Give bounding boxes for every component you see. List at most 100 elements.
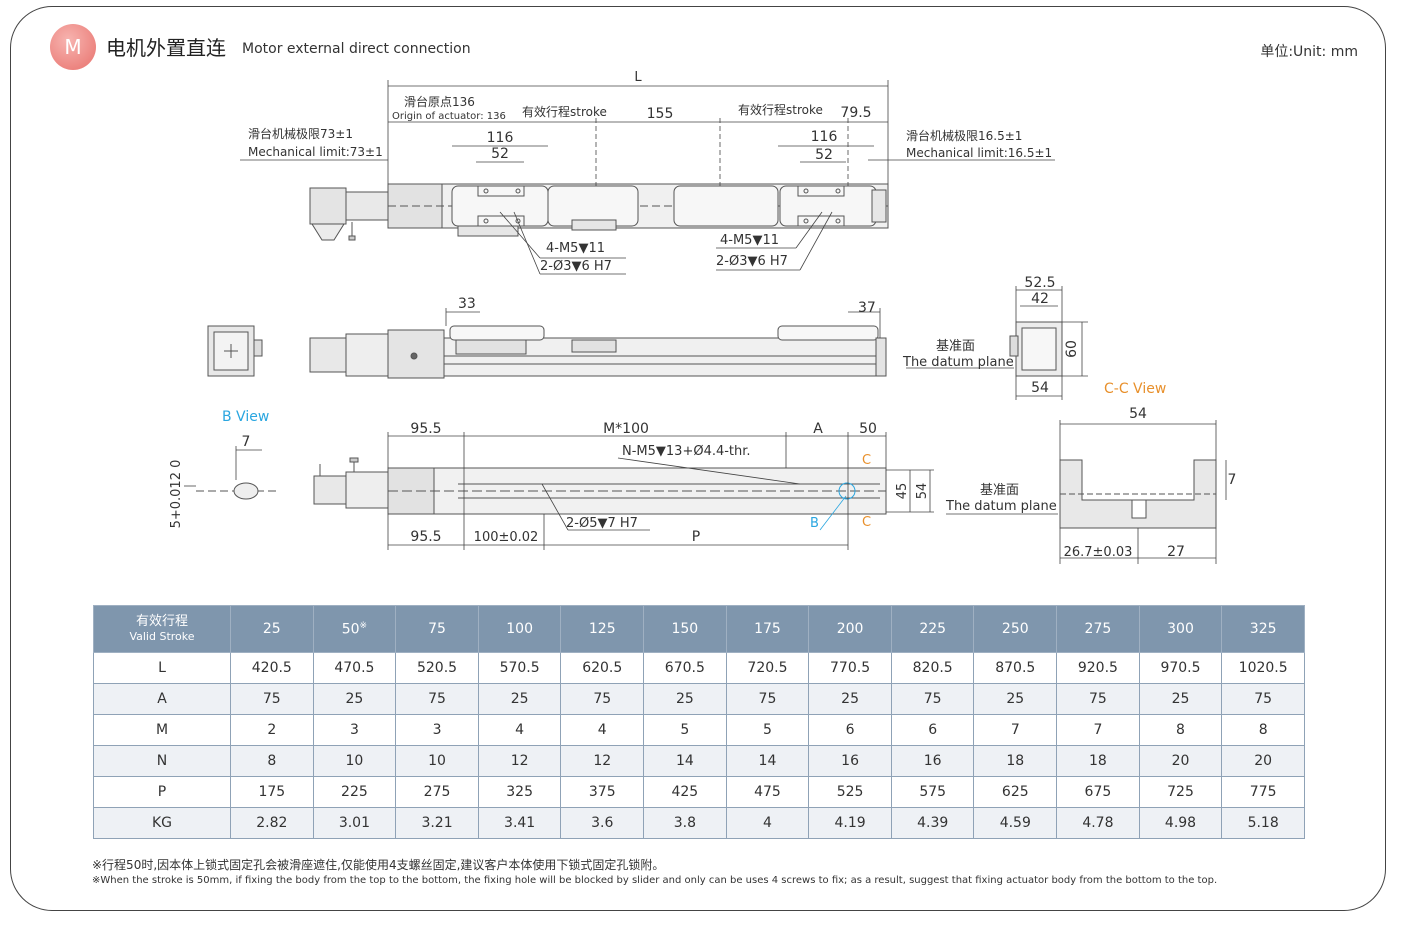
table-cell: 25: [477, 683, 562, 715]
table-cell: 5.18: [1221, 807, 1305, 839]
top-view-actuator: [309, 183, 889, 241]
table-cell: 4.78: [1056, 807, 1140, 839]
table-cell: 10: [312, 745, 397, 777]
dim-P: P: [692, 529, 700, 545]
stroke-col: 200: [808, 605, 892, 653]
dim-95-5-bottom: 95.5: [410, 529, 441, 545]
table-cell: 10: [395, 745, 479, 777]
stroke-col-value: 50: [341, 621, 360, 638]
table-cell: 25: [1138, 683, 1223, 715]
dim-116-right: 116: [811, 129, 838, 145]
table-cell: 575: [890, 776, 975, 808]
technical-drawing: L 滑台原点136 Origin of actuator: 136 有效行程st…: [169, 70, 1237, 564]
footnote-cn: ※行程50时,因本体上锁式固定孔会被滑座遮住,仅能使用4支螺丝固定,建议客户本体…: [92, 858, 665, 872]
table-cell: 520.5: [395, 652, 479, 684]
row-label: M: [93, 714, 231, 746]
table-cell: 18: [1056, 745, 1140, 777]
table-cell: 8: [1138, 714, 1223, 746]
dim-7-cc: 7: [1228, 472, 1237, 488]
stroke-col: 175: [725, 605, 810, 653]
mech-limit-left-cn: 滑台机械极限73±1: [248, 126, 353, 141]
b-view-label: B View: [222, 409, 269, 425]
row-label: A: [93, 683, 231, 715]
stroke-label-1: 有效行程stroke: [522, 104, 607, 119]
stroke-label-2: 有效行程stroke: [738, 102, 823, 117]
datum-en-2: The datum plane: [945, 499, 1057, 514]
table-cell: 8: [230, 745, 314, 777]
table-cell: 970.5: [1138, 652, 1223, 684]
table-cell: 20: [1221, 745, 1305, 777]
stroke-footnote-mark: ※: [359, 620, 368, 631]
dim-42: 42: [1031, 291, 1049, 307]
dim-52-left: 52: [491, 146, 509, 162]
table-cell: 75: [1221, 683, 1305, 715]
section-badge: M: [50, 24, 96, 70]
dim-52-right: 52: [815, 147, 833, 163]
table-cell: 475: [725, 776, 810, 808]
table-cell: 75: [560, 683, 645, 715]
dim-52-5: 52.5: [1024, 275, 1055, 291]
table-cell: 20: [1138, 745, 1223, 777]
table-cell: 12: [560, 745, 645, 777]
datum-cn-1: 基准面: [936, 339, 975, 354]
spec-header-row: 有效行程 Valid Stroke 25 50※ 75 100 125 150 …: [93, 605, 1305, 653]
table-cell: 25: [643, 683, 727, 715]
table-cell: 4: [477, 714, 562, 746]
dim-60: 60: [1064, 340, 1080, 358]
table-cell: 75: [1056, 683, 1140, 715]
mech-limit-right-en: Mechanical limit:16.5±1: [906, 146, 1052, 160]
table-cell: 4: [725, 807, 810, 839]
table-cell: 12: [477, 745, 562, 777]
table-cell: 470.5: [312, 652, 397, 684]
table-cell: 375: [560, 776, 645, 808]
table-cell: 625: [973, 776, 1058, 808]
table-cell: 5: [643, 714, 727, 746]
table-cell: 570.5: [477, 652, 562, 684]
spec-table: 有效行程 Valid Stroke 25 50※ 75 100 125 150 …: [93, 605, 1305, 839]
table-cell: 2: [230, 714, 314, 746]
valid-stroke-en: Valid Stroke: [129, 630, 195, 643]
spec-header-label: 有效行程 Valid Stroke: [93, 605, 231, 653]
origin-en: Origin of actuator: 136: [392, 111, 506, 122]
dim-54-side: 54: [915, 483, 930, 500]
dim-116-left: 116: [487, 130, 514, 146]
table-cell: 325: [477, 776, 562, 808]
dim-95-5-top: 95.5: [410, 421, 441, 437]
mech-limit-right-cn: 滑台机械极限16.5±1: [906, 128, 1022, 143]
cc-view-label: C-C View: [1104, 381, 1166, 397]
table-cell: 725: [1138, 776, 1223, 808]
table-cell: 25: [973, 683, 1058, 715]
pin-note-left: 2-Ø3▼6 H7: [540, 259, 612, 274]
table-cell: 3.41: [477, 807, 562, 839]
table-cell: 16: [890, 745, 975, 777]
table-cell: 4.19: [808, 807, 892, 839]
table-cell: 75: [230, 683, 314, 715]
table-cell: 3.8: [643, 807, 727, 839]
stroke-col: 300: [1138, 605, 1223, 653]
table-cell: 2.82: [230, 807, 314, 839]
table-cell: 8: [1221, 714, 1305, 746]
bottom-view-actuator: [196, 457, 1217, 529]
table-cell: 18: [973, 745, 1058, 777]
stroke-col: 75: [395, 605, 479, 653]
stroke-col: 275: [1056, 605, 1140, 653]
page-frame: [10, 6, 1386, 911]
section-c-top: C: [862, 453, 871, 468]
stroke-col: 100: [477, 605, 562, 653]
dim-54-cc: 54: [1129, 406, 1147, 422]
table-cell: 720.5: [725, 652, 810, 684]
table-cell: 275: [395, 776, 479, 808]
table-cell: 4.59: [973, 807, 1058, 839]
table-cell: 3: [312, 714, 397, 746]
screw-note-left: 4-M5▼11: [546, 241, 605, 256]
dim-33: 33: [458, 296, 476, 312]
dim-A: A: [813, 421, 823, 437]
table-cell: 16: [808, 745, 892, 777]
table-cell: 14: [643, 745, 727, 777]
